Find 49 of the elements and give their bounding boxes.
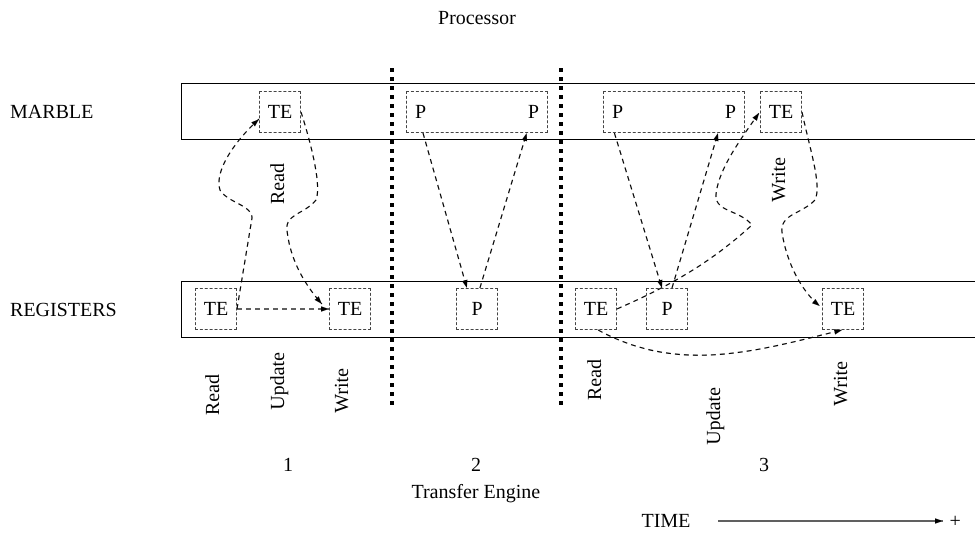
arrow bbox=[671, 132, 719, 288]
section-label: Transfer Engine bbox=[412, 482, 540, 502]
step-label: Write bbox=[769, 156, 789, 202]
arrow bbox=[781, 112, 820, 307]
unit-label: P bbox=[612, 100, 624, 124]
dashed-box bbox=[760, 91, 802, 133]
unit-label: TE bbox=[268, 100, 292, 124]
arrow bbox=[218, 118, 260, 310]
arrow bbox=[598, 329, 842, 356]
arrow bbox=[616, 112, 760, 310]
dashed-box bbox=[575, 288, 617, 330]
unit-label: P bbox=[415, 100, 426, 124]
step-label: Read bbox=[203, 374, 223, 415]
arrow bbox=[286, 112, 322, 304]
unit-label: TE bbox=[204, 298, 228, 320]
unit-label: TE bbox=[338, 298, 362, 320]
step-label: Write bbox=[332, 368, 352, 412]
dashed-box bbox=[822, 288, 864, 330]
dashed-box bbox=[195, 288, 237, 330]
step-label: Read bbox=[585, 358, 605, 400]
phase-number: 1 bbox=[283, 455, 293, 475]
step-label: Read bbox=[268, 162, 288, 204]
step-label: Update bbox=[704, 387, 724, 445]
unit-label: TE bbox=[830, 298, 856, 320]
dashed-box bbox=[603, 91, 745, 133]
unit-label: P bbox=[471, 298, 483, 320]
phase-number: 2 bbox=[471, 455, 481, 475]
section-label: Processor bbox=[438, 8, 516, 28]
dashed-box bbox=[646, 288, 688, 330]
unit-label: P bbox=[724, 100, 736, 124]
step-label: Update bbox=[268, 352, 288, 410]
sign-label: + bbox=[950, 511, 961, 531]
dashed-box bbox=[329, 288, 371, 330]
dashed-box bbox=[406, 91, 548, 133]
lane-label: REGISTERS bbox=[10, 300, 117, 320]
dashed-box bbox=[456, 288, 498, 330]
arrow bbox=[422, 132, 468, 288]
unit-label: TE bbox=[768, 100, 794, 124]
unit-label: P bbox=[528, 100, 539, 124]
phase-number: 3 bbox=[759, 455, 769, 475]
arrow bbox=[614, 132, 663, 288]
arrow bbox=[237, 306, 329, 312]
step-label: Write bbox=[831, 360, 851, 406]
dashed-box bbox=[259, 91, 301, 133]
axis-label: TIME bbox=[642, 511, 690, 531]
arrow bbox=[479, 132, 528, 288]
lane-label: MARBLE bbox=[10, 102, 94, 122]
unit-label: P bbox=[661, 298, 673, 320]
unit-label: TE bbox=[584, 298, 608, 320]
